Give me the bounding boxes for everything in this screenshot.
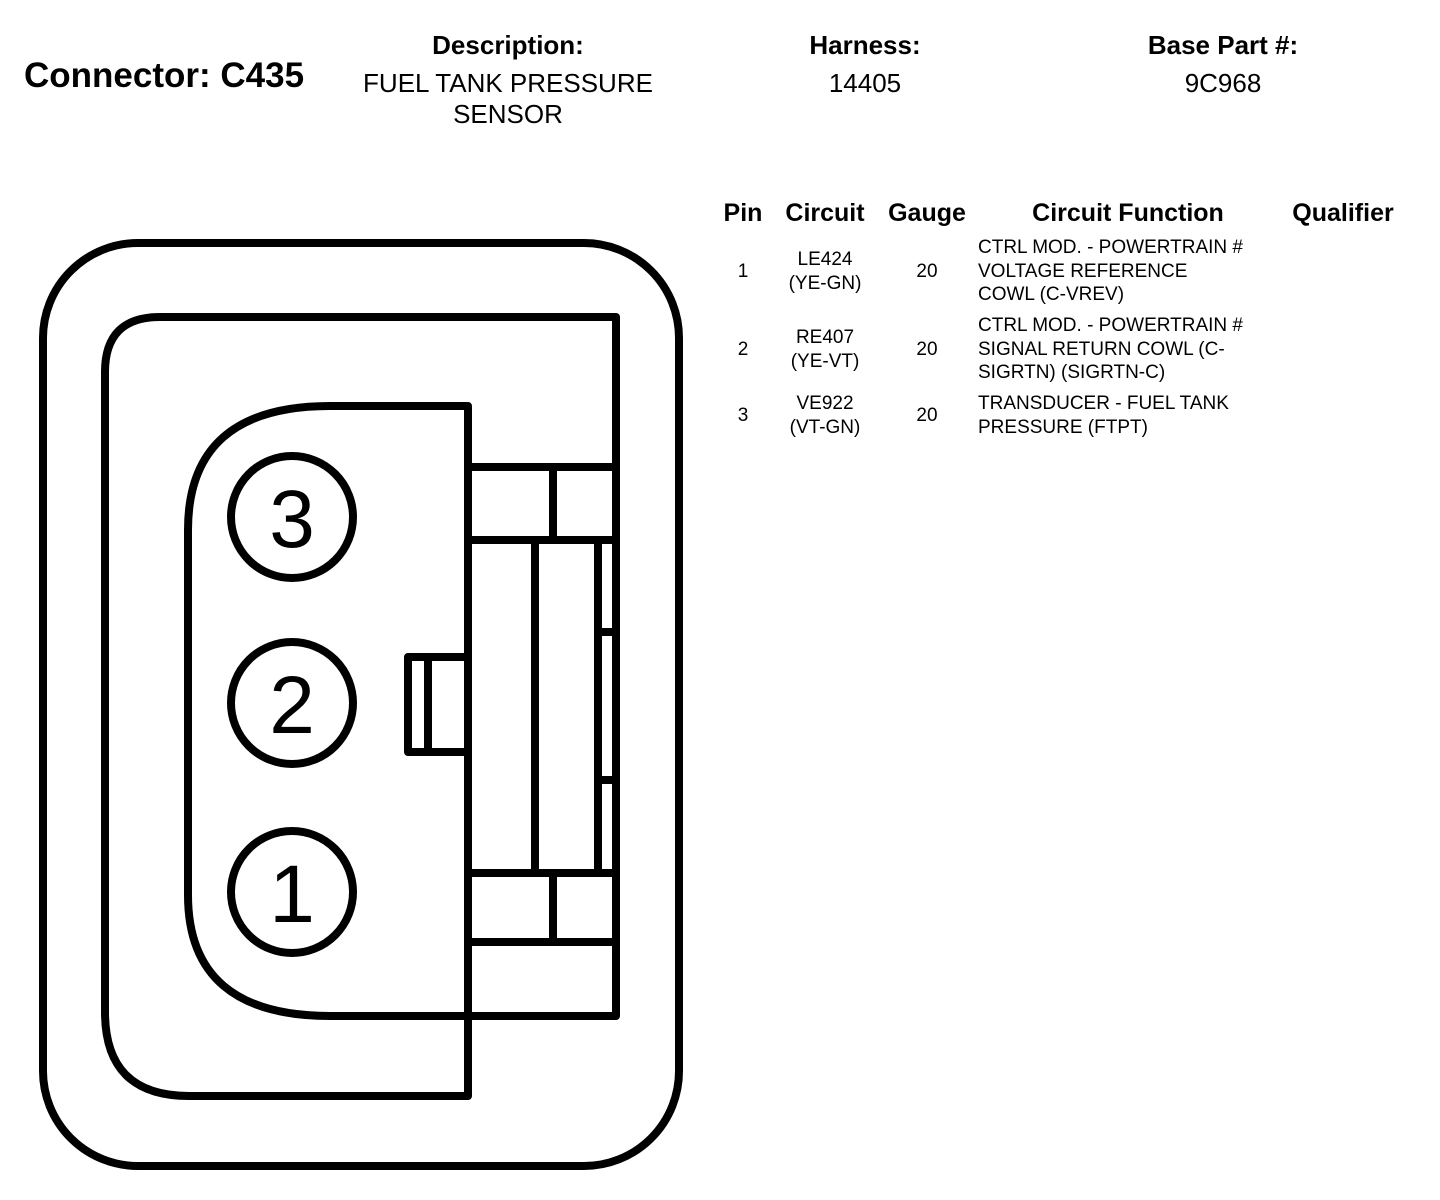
function-line: SIGNAL RETURN COWL (C- — [978, 338, 1225, 360]
circuit-id: VE922 — [796, 393, 854, 414]
circuit-id: LE424 — [797, 249, 853, 270]
circuit-cell: LE424 (YE-GN) — [772, 248, 878, 295]
pin-2-label: 2 — [269, 660, 315, 751]
gauge-cell: 20 — [916, 405, 938, 426]
description-label: Description: — [432, 30, 584, 60]
function-line: VOLTAGE REFERENCE — [978, 260, 1188, 282]
column-header-pin: Pin — [723, 199, 763, 227]
column-header-qualifier: Qualifier — [1292, 199, 1394, 227]
column-header-circuit-function: Circuit Function — [1032, 199, 1224, 227]
key-tab — [404, 653, 472, 756]
column-header-circuit: Circuit — [785, 199, 865, 227]
harness-value: 14405 — [828, 68, 902, 98]
pin-3-label: 3 — [269, 474, 315, 565]
circuit-cell: RE407 (YE-VT) — [772, 326, 878, 373]
function-line: PRESSURE (FTPT) — [978, 416, 1148, 438]
gauge-cell: 20 — [916, 339, 938, 360]
pin-number: 1 — [737, 261, 749, 282]
description-value: FUEL TANK PRESSURE SENSOR — [363, 68, 653, 129]
circuit-function-cell: CTRL MOD. - POWERTRAIN # SIGNAL RETURN C… — [978, 314, 1288, 385]
function-line: CTRL MOD. - POWERTRAIN # — [978, 237, 1243, 258]
circuit-cell: VE922 (VT-GN) — [772, 392, 878, 439]
circuit-id: RE407 — [795, 327, 855, 348]
outer-housing — [39, 239, 683, 1170]
pin-1-label: 1 — [269, 849, 315, 940]
inner-shroud — [101, 313, 620, 1100]
function-line: SIGRTN) (SIGRTN-C) — [978, 362, 1166, 383]
function-line: COWL (C-VREV) — [978, 284, 1125, 305]
pin-number: 3 — [737, 405, 749, 426]
pin-number: 2 — [737, 339, 749, 360]
function-line: TRANSDUCER - FUEL TANK — [978, 393, 1229, 414]
circuit-color: (YE-GN) — [788, 272, 862, 294]
pin-3-circle — [227, 452, 357, 582]
connector-title: Connector: C435 — [24, 56, 305, 95]
circuit-color: (YE-VT) — [790, 350, 860, 372]
pin-cavity-body — [184, 402, 472, 1020]
gauge-cell: 20 — [916, 261, 938, 282]
pin-2-circle — [227, 638, 357, 768]
pin-1-circle — [227, 827, 357, 957]
circuit-color: (VT-GN) — [789, 416, 861, 438]
base-part-value: 9C968 — [1184, 68, 1262, 98]
circuit-function-cell: CTRL MOD. - POWERTRAIN # VOLTAGE REFEREN… — [978, 236, 1288, 307]
function-line: CTRL MOD. - POWERTRAIN # — [978, 315, 1243, 336]
circuit-function-cell: TRANSDUCER - FUEL TANK PRESSURE (FTPT) — [978, 392, 1288, 439]
harness-label: Harness: — [809, 30, 921, 60]
column-header-gauge: Gauge — [888, 199, 966, 227]
base-part-label: Base Part #: — [1147, 30, 1299, 60]
